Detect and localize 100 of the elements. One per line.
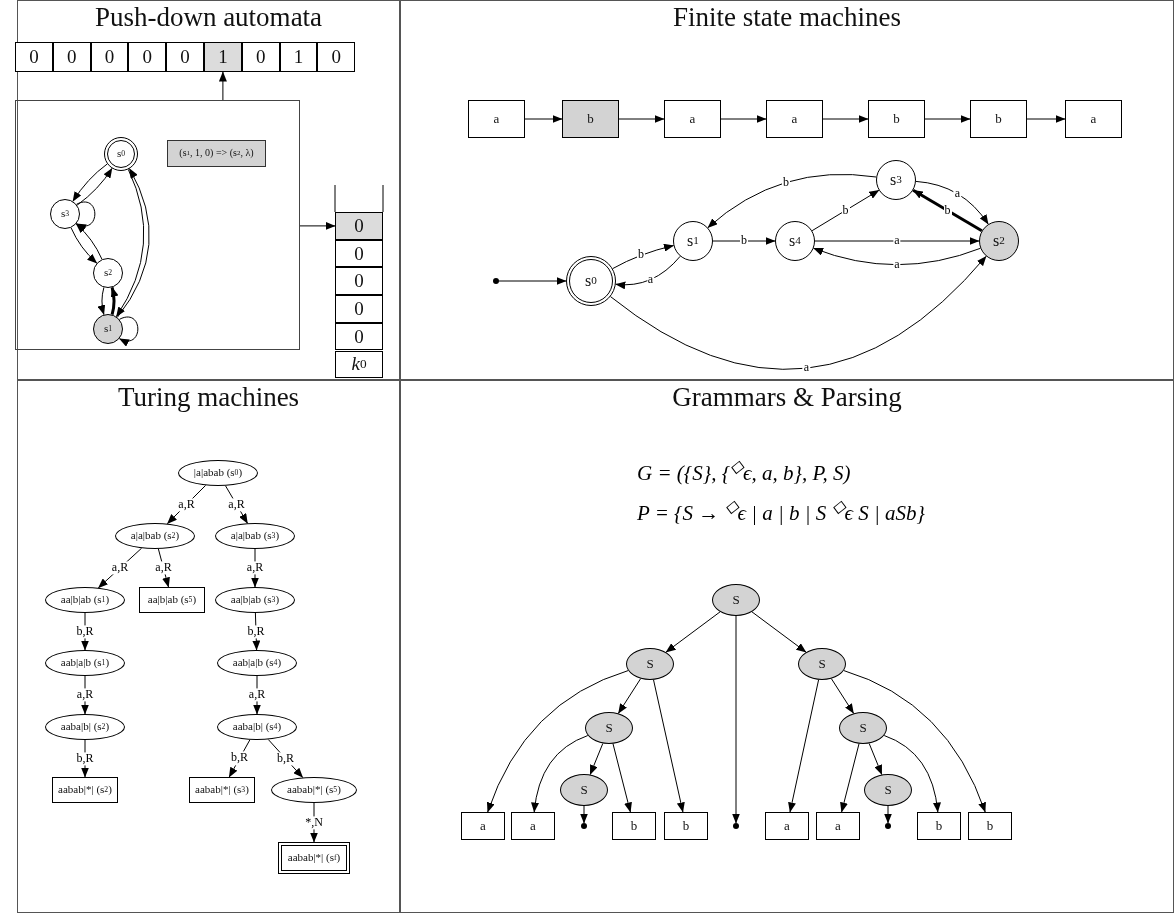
arrow — [81, 612, 89, 651]
tape-cell: 0 — [241, 42, 280, 72]
stack-cell: 0 — [335, 239, 383, 268]
edge-label: a,R — [177, 497, 196, 512]
arrow — [822, 115, 869, 123]
arrow — [712, 237, 776, 245]
arrow — [97, 547, 143, 589]
input-symbol-box: a — [1065, 100, 1122, 138]
edge-label: a,R — [154, 561, 173, 575]
parse-tree-node: S — [839, 712, 887, 744]
panel-title: Finite state machines — [673, 3, 901, 32]
terminal-leaf-box: a — [816, 812, 860, 840]
edge-label: a,R — [245, 561, 265, 575]
terminal-leaf-box: b — [664, 812, 708, 840]
arrow — [589, 743, 604, 775]
edge-label: b — [943, 203, 952, 218]
panel-cell — [17, 380, 400, 913]
parse-tree-node: S — [585, 712, 633, 744]
arrow — [97, 286, 106, 316]
arrow — [618, 115, 665, 123]
input-symbol-box: b — [562, 100, 619, 138]
arrow — [732, 615, 740, 824]
arrow — [868, 743, 883, 775]
arrow — [915, 180, 989, 225]
input-symbol-box: a — [468, 100, 525, 138]
stack-cell: 0 — [335, 295, 383, 323]
arrow — [884, 805, 892, 824]
arrow — [75, 223, 103, 260]
arrow — [788, 679, 820, 813]
arrow — [612, 243, 674, 270]
tape-cell: 0 — [15, 42, 53, 72]
arrow — [267, 739, 304, 778]
arrow — [840, 743, 860, 813]
arrow — [498, 277, 567, 285]
point-node — [885, 823, 891, 829]
parse-tree-node: S — [560, 774, 608, 806]
arrow — [813, 247, 981, 266]
arrow — [70, 227, 98, 264]
tape-cell: 1 — [204, 42, 242, 72]
tape-cell: 0 — [166, 42, 204, 72]
edge-label: a,R — [110, 561, 130, 575]
input-symbol-box: a — [664, 100, 721, 138]
arrow — [610, 255, 987, 370]
formula: G = ({S}, {$^{◇}$ϵ, a, b}, P, S) — [637, 456, 851, 486]
arrow — [612, 743, 632, 813]
arrow — [811, 189, 880, 232]
arrow — [531, 735, 589, 813]
arrow — [252, 612, 261, 651]
arrow — [253, 675, 261, 715]
stack-cell: 0 — [335, 267, 383, 296]
terminal-leaf-box: a — [765, 812, 809, 840]
thick-arrow — [912, 188, 983, 233]
edge-label: b,R — [246, 624, 266, 639]
arrow — [924, 115, 971, 123]
arrow — [218, 71, 227, 101]
input-symbol-box: b — [868, 100, 925, 138]
stack-cell: 0 — [335, 212, 383, 240]
parse-tree-node: S — [626, 648, 674, 680]
tape-cell: 0 — [52, 42, 91, 72]
edge-label: *,N — [304, 816, 324, 830]
edge-label: a,R — [75, 688, 95, 702]
arrow — [225, 485, 248, 524]
edge-label: b,R — [75, 624, 95, 639]
tape-cell: 0 — [128, 42, 167, 72]
input-symbol-box: a — [766, 100, 823, 138]
point-node — [493, 278, 499, 284]
arrow — [251, 548, 259, 588]
panel-cell — [400, 380, 1174, 913]
edge-label: b,R — [276, 751, 295, 766]
arrow — [487, 670, 629, 813]
tape-cell: 0 — [317, 42, 356, 72]
edge-label: a,R — [247, 688, 267, 702]
stack-cell: 0 — [335, 322, 383, 351]
arrow — [580, 805, 588, 824]
edge-label: a,R — [227, 497, 246, 512]
parse-tree-node: S — [798, 648, 846, 680]
terminal-leaf-box: b — [968, 812, 1012, 840]
formula: P = {S → $^{◇}$ϵ | a | b | S $^{◇}$ϵ S | aSb} — [637, 496, 925, 526]
arrow — [299, 221, 336, 230]
point-node — [733, 823, 739, 829]
arrow — [720, 115, 767, 123]
arrow — [1026, 115, 1066, 123]
panel-title: Push-down automata — [94, 3, 323, 32]
input-symbol-box: b — [970, 100, 1027, 138]
panel-cell — [400, 0, 1174, 380]
arrow — [707, 173, 877, 229]
arrow — [653, 679, 685, 813]
point-node — [581, 823, 587, 829]
tape-cell: 0 — [90, 42, 129, 72]
arrow — [81, 675, 89, 715]
parse-tree-node: S — [712, 584, 760, 616]
panel-title: Grammars & Parsing — [672, 383, 902, 412]
arrow — [883, 735, 941, 813]
arrow — [751, 611, 807, 653]
panel-title: Turing machines — [117, 383, 300, 412]
arrow — [81, 739, 89, 778]
edge-label: b,R — [230, 751, 249, 765]
tape-cell: 1 — [279, 42, 318, 72]
panel-cell — [17, 0, 400, 380]
arrow — [157, 548, 170, 588]
